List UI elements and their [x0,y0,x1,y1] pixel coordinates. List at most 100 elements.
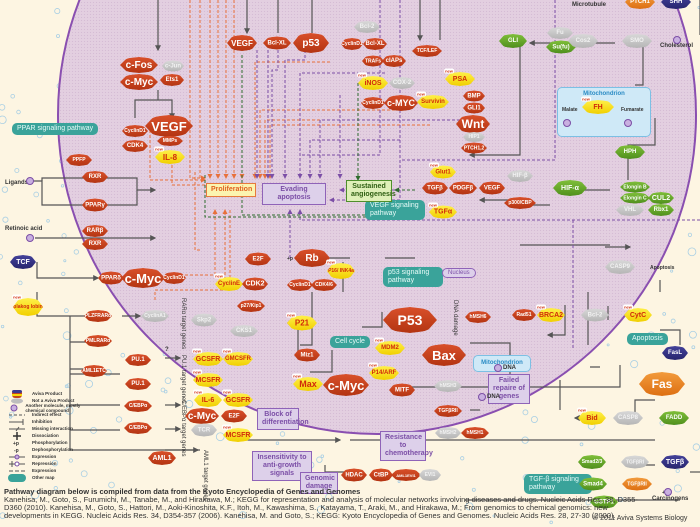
gene-node-gcsfr2[interactable]: GCSFR [223,393,253,407]
gene-node-ppfp[interactable]: PPFP [66,154,92,166]
gene-node-cmyc4[interactable]: c-Myc [185,408,219,424]
gene-node-hmsh6[interactable]: hMSH6 [465,311,491,323]
gene-node-tgfb2[interactable]: TGFβ [661,455,689,469]
gene-node-gmcsfr[interactable]: GMCSFR [223,352,253,366]
gene-node-bmp[interactable]: BMP [463,90,485,102]
gene-node-inos[interactable]: iNOS [358,76,388,90]
gene-node-vhl[interactable]: VHL [616,204,644,216]
gene-node-wnt[interactable]: Wnt [456,115,490,133]
gene-node-fadd[interactable]: FADD [659,411,689,425]
gene-node-bid[interactable]: Bid [578,411,606,425]
gene-node-il8[interactable]: IL-8 [155,150,185,164]
gene-node-pmlrara[interactable]: PMLRARα [84,335,112,347]
gene-node-fh[interactable]: FH [582,100,614,114]
gene-node-max[interactable]: Max [293,377,323,391]
gene-node-gli1[interactable]: GLI1 [463,102,485,114]
gene-node-sufu[interactable]: Su(fu) [546,40,576,54]
gene-node-cyclina1[interactable]: CyclinA1 [141,310,169,322]
gene-node-cycline[interactable]: CyclinE [215,277,243,291]
gene-node-bax[interactable]: Bax [422,344,466,366]
outcome-failed-repair-of-genes[interactable]: Failed repaire of genes [488,374,530,404]
gene-node-cytc[interactable]: CytC [624,308,652,322]
gene-node-gstp1[interactable]: GSTP1 [590,495,618,509]
gene-node-cjun[interactable]: c-Jun [162,60,184,72]
gene-node-cox2[interactable]: COX-2 [389,77,415,89]
gene-node-bcl2a[interactable]: Bcl-2 [354,21,380,33]
map-p53-signaling[interactable]: p53 signaling pathway [383,267,443,287]
map-apoptosis[interactable]: Apoptosis [627,333,668,345]
gene-node-cebpa2[interactable]: C/EBPα [124,422,152,434]
gene-node-p27[interactable]: p27/Kip1 [237,300,265,312]
gene-node-cul2[interactable]: CUL2 [648,192,674,204]
gene-node-pu1a[interactable]: PU.1 [125,354,151,366]
gene-node-aml1etc[interactable]: AML1ETC [81,365,107,377]
gene-node-tcf[interactable]: TCF [10,255,36,269]
gene-node-cmyc1[interactable]: c-Myc [120,74,158,90]
gene-node-e2f2[interactable]: E2F [221,409,247,423]
gene-node-fas[interactable]: Fas [639,372,685,396]
gene-node-p16[interactable]: P16/ INK4a [327,263,355,279]
gene-node-vegf3[interactable]: VEGF [479,181,505,195]
gene-node-cyclind1a[interactable]: CyclinD1 [122,125,148,137]
gene-node-plakoglobin[interactable]: plakog lobin [13,298,43,316]
map-tgfb-signaling[interactable]: TGF-β signaling pathway [524,474,592,494]
gene-node-aml1[interactable]: AML1 [148,451,176,465]
gene-node-tcflef[interactable]: TCF/LEF [412,45,442,57]
gene-node-cyclind1c[interactable]: CyclinD1 [361,97,385,109]
gene-node-rbx1[interactable]: Rbx1 [648,204,674,216]
gene-node-il6[interactable]: IL-6 [194,393,222,407]
gene-node-tgfbrii1[interactable]: TGFβRII [434,405,462,417]
gene-node-bcl2b[interactable]: Bcl-2 [581,308,609,322]
outcome-sustained-angiogenesis[interactable]: Sustained angiogenesis [346,180,396,202]
gene-node-p14[interactable]: P14/ARF [369,366,399,380]
gene-node-ciaps[interactable]: cIAPs [382,55,406,67]
gene-node-ptch12[interactable]: PTCH1,2 [461,142,487,154]
gene-node-shh[interactable]: SHH [661,0,691,9]
gene-node-smad23[interactable]: Smad2/3 [578,455,606,469]
gene-node-tgfb[interactable]: TGFβ [422,181,448,195]
gene-node-bclxl1[interactable]: Bcl-XL [263,36,291,50]
gene-node-hdac[interactable]: HDAC [341,468,367,482]
gene-node-hifa[interactable]: HIF-α [553,180,587,196]
outcome-block-of-differentiation[interactable]: Block of differentiation [257,408,309,430]
gene-node-hip1[interactable]: HIP1 [463,132,485,142]
gene-node-p21[interactable]: P21 [287,315,317,331]
gene-node-tcr[interactable]: TCR [191,423,217,437]
gene-node-cmyc3[interactable]: c-Myc [121,268,165,288]
gene-node-elonginc[interactable]: Elongin C [620,192,650,204]
gene-node-hmsh1[interactable]: hMSH1 [461,427,489,439]
gene-node-cmyc5[interactable]: c-Myc [323,374,369,396]
gene-node-tgfa[interactable]: TGFα [429,205,457,219]
gene-node-hifb[interactable]: HIF-β [507,170,533,182]
gene-node-miz1[interactable]: Miz1 [294,348,320,362]
gene-node-cmyc2[interactable]: c-MYC [384,95,418,111]
gene-node-cdk46[interactable]: CDK4/6 [311,279,337,291]
gene-node-mitf[interactable]: MITF [389,383,415,397]
gene-node-skp2[interactable]: Skp2 [191,313,217,327]
gene-node-ppard[interactable]: PPARδ [98,271,124,285]
gene-node-smo[interactable]: SMO [622,34,652,48]
gene-node-p53a[interactable]: p53 [293,33,329,53]
gene-node-e2f1[interactable]: E2F [245,252,271,266]
gene-node-gcsfr1[interactable]: GCSFR [193,352,223,366]
map-ppar-signaling[interactable]: PPAR signaling pathway [12,123,99,135]
gene-node-pparg[interactable]: PPARγ [82,198,108,212]
gene-node-cdk2[interactable]: CDK2 [242,277,268,291]
outcome-resistance-to-chemotherapy[interactable]: Resistance to chemotherapy [380,431,433,461]
gene-node-smad4[interactable]: Smad4 [579,477,607,491]
gene-node-mcsfr2[interactable]: MCSFR [223,428,253,442]
gene-node-rad51[interactable]: Rad51 [512,309,536,321]
gene-node-fu[interactable]: Fu [547,27,573,39]
gene-node-vegf1[interactable]: VEGF [145,115,193,137]
gene-node-p53b[interactable]: P53 [383,307,437,333]
map-cell-cycle[interactable]: Cell cycle [330,336,370,348]
outcome-evading-apoptosis[interactable]: Evading apoptosis [262,183,326,205]
gene-node-cebpa1[interactable]: C/EBPα [124,400,152,412]
mitochondrion-box[interactable]: Mitochondrion [473,355,531,372]
gene-node-cyclind1e[interactable]: CyclinD1 [287,279,313,291]
gene-node-brca2[interactable]: BRCA2 [537,308,565,322]
outcome-proliferation[interactable]: Proliferation [206,183,256,197]
gene-node-p300[interactable]: p300/CBP [504,197,536,209]
gene-node-mdm2[interactable]: MDM2 [375,341,405,355]
gene-node-pu1b[interactable]: PU.1 [125,378,151,390]
